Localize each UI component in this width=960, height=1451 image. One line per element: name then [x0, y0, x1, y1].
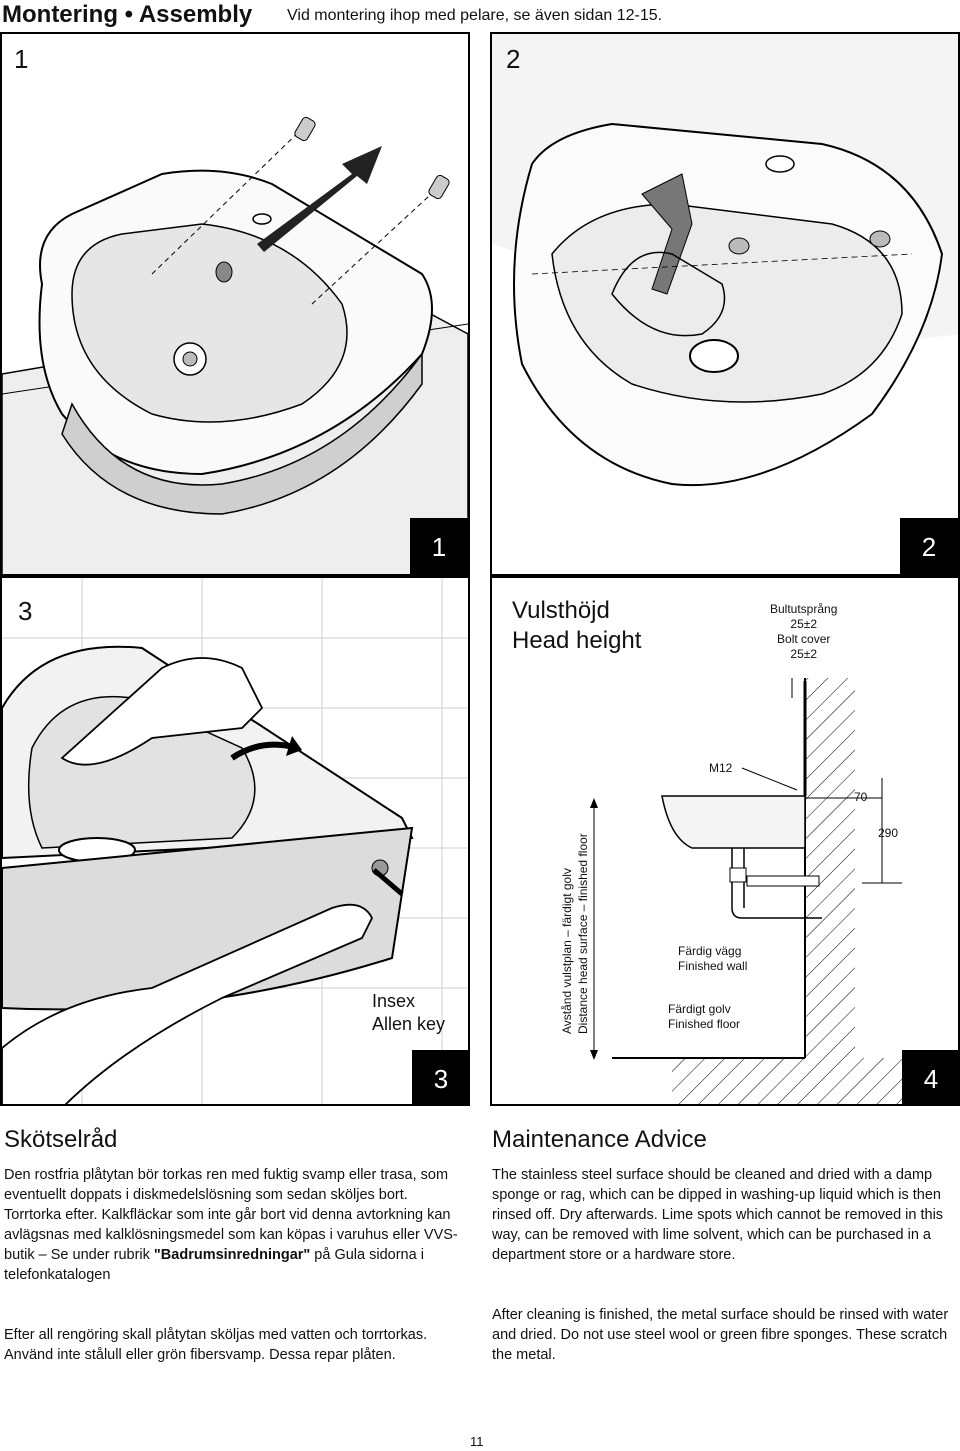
- page-header: Montering • Assembly Vid montering ihop …: [0, 0, 960, 30]
- page-subtitle: Vid montering ihop med pelare, se även s…: [287, 7, 663, 24]
- step-2-number: 2: [506, 44, 521, 74]
- finished-floor-en: Finished floor: [668, 1017, 741, 1031]
- head-height-title-sv: Vulsthöjd: [512, 597, 610, 624]
- maintenance-para-sv-1-bold: "Badrumsinredningar": [153, 1247, 311, 1263]
- head-height-axis-en: Distance head surface – finished floor: [575, 833, 590, 1034]
- step-3-panel: 3 Insex Allen key 3: [0, 576, 470, 1106]
- step-1-illustration: [2, 116, 468, 574]
- head-height-title-en: Head height: [512, 627, 642, 654]
- page-number: 11: [470, 1434, 484, 1449]
- allen-key-label-sv: Insex: [372, 991, 416, 1011]
- head-height-axis-label: Avstånd vulstplan – färdigt golv Distanc…: [560, 833, 591, 1034]
- maintenance-para-sv-1: Den rostfria plåtytan bör torkas ren med…: [4, 1165, 460, 1285]
- allen-key-label-en: Allen key: [372, 1013, 446, 1034]
- dim-70-label: 70: [854, 790, 868, 804]
- bolt-cover-label: Bultutsprång 25±2 Bolt cover 25±2: [770, 602, 837, 662]
- step-3-number: 3: [18, 596, 33, 626]
- step-3-illustration: [2, 578, 468, 1104]
- step-4-diagram: [590, 678, 932, 1104]
- bolt-cover-en: Bolt cover: [777, 632, 831, 646]
- finished-floor-sv: Färdigt golv: [668, 1002, 731, 1016]
- m12-label: M12: [709, 761, 733, 775]
- finished-wall-sv: Färdig vägg: [678, 944, 742, 958]
- step-3-badge: 3: [412, 1050, 468, 1104]
- head-height-title: Vulsthöjd Head height: [512, 596, 641, 656]
- step-2-badge: 2: [900, 518, 958, 574]
- maintenance-para-sv-1b: på Gula sidorna i telefonkatalogen: [4, 1247, 424, 1283]
- maintenance-title-sv: Skötselråd: [4, 1126, 118, 1153]
- maintenance-para-en-2: After cleaning is finished, the metal su…: [492, 1307, 949, 1363]
- bolt-cover-sv: Bultutsprång: [770, 602, 838, 616]
- step-1-badge: 1: [410, 518, 468, 574]
- bolt-cover-sv-value: 25±2: [790, 617, 817, 631]
- allen-key-label: Insex Allen key: [372, 990, 445, 1035]
- step-4-panel: Vulsthöjd Head height Bultutsprång 25±2 …: [490, 576, 960, 1106]
- head-height-axis-sv: Avstånd vulstplan – färdigt golv: [560, 868, 574, 1034]
- finished-wall-en: Finished wall: [678, 959, 748, 973]
- step-1-panel: 1 1: [0, 32, 470, 576]
- dim-290-label: 290: [878, 826, 899, 840]
- finished-wall-label: Färdig vägg Finished wall: [678, 944, 747, 974]
- step-2-panel: 2 2: [490, 32, 960, 576]
- maintenance-para-sv-2: Efter all rengöring skall plåtytan skölj…: [4, 1327, 428, 1363]
- finished-floor-label: Färdigt golv Finished floor: [668, 1002, 740, 1032]
- step-2-illustration: [492, 34, 958, 487]
- bolt-cover-en-value: 25±2: [790, 647, 817, 661]
- step-1-number: 1: [14, 44, 29, 74]
- page-title: Montering • Assembly: [2, 1, 253, 28]
- maintenance-para-sv-1a: Den rostfria plåtytan bör torkas ren med…: [4, 1167, 458, 1263]
- maintenance-para-en-1: The stainless steel surface should be cl…: [492, 1167, 944, 1263]
- step-4-badge: 4: [902, 1050, 958, 1104]
- maintenance-title-en: Maintenance Advice: [492, 1126, 707, 1153]
